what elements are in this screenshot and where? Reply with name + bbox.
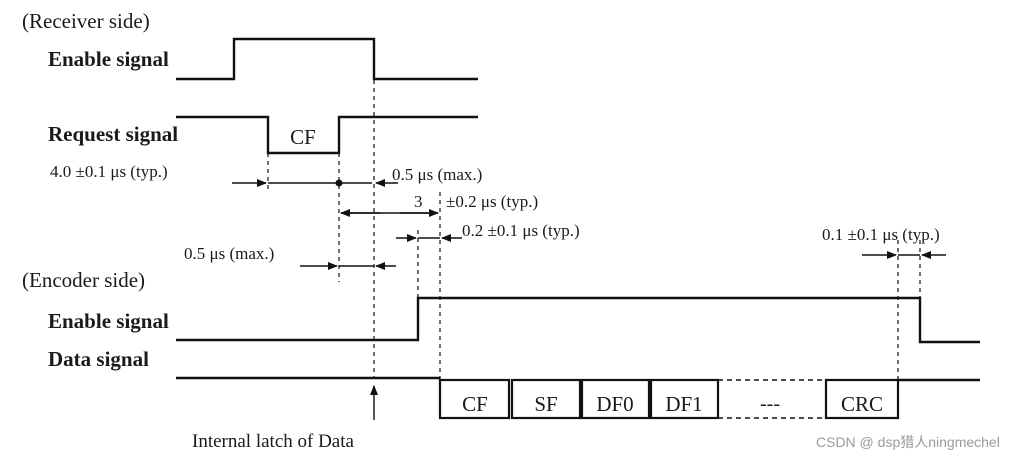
timing-3us-label: ±0.2 μs (typ.) bbox=[446, 192, 538, 211]
watermark-text: CSDN @ dsp猎人ningmechel bbox=[816, 434, 1000, 450]
receiver-enable-label: Enable signal bbox=[48, 47, 169, 71]
receiver-request-label: Request signal bbox=[48, 122, 178, 146]
timing-02us-label: 0.2 ±0.1 μs (typ.) bbox=[462, 221, 580, 240]
encoder-enable-label: Enable signal bbox=[48, 309, 169, 333]
latch-label: Internal latch of Data bbox=[192, 431, 355, 452]
timing-01us-label: 0.1 ±0.1 μs (typ.) bbox=[822, 225, 940, 244]
data-frame-ellipsis-border bbox=[718, 379, 826, 419]
data-frame-df1 bbox=[649, 378, 720, 420]
encoder-enable-waveform bbox=[176, 296, 980, 344]
encoder-data-label: Data signal bbox=[48, 347, 149, 371]
data-frame-sf-label: SF bbox=[534, 392, 557, 416]
receiver-request-waveform bbox=[176, 115, 478, 155]
data-frame-ellipsis: --- bbox=[760, 393, 780, 415]
receiver-side-label: (Receiver side) bbox=[22, 9, 150, 33]
request-frame-cf: CF bbox=[290, 125, 316, 149]
data-frame-df0 bbox=[580, 378, 651, 420]
data-frame-crc-label: CRC bbox=[841, 392, 883, 416]
encoder-side-label: (Encoder side) bbox=[22, 268, 145, 292]
receiver-enable-waveform bbox=[176, 37, 478, 81]
data-frame-df1-label: DF1 bbox=[665, 392, 702, 416]
timing-05us-bottom-label: 0.5 μs (max.) bbox=[184, 244, 274, 263]
data-frame-sf bbox=[510, 378, 582, 420]
timing-3us-number: 3 bbox=[414, 192, 423, 211]
timing-05us-top-label: 0.5 μs (max.) bbox=[392, 165, 482, 184]
data-frame-cf-label: CF bbox=[462, 392, 488, 416]
timing-4us-label: 4.0 ±0.1 μs (typ.) bbox=[50, 162, 168, 181]
data-frame-cf bbox=[438, 378, 511, 420]
data-frames: CF SF DF0 DF1 --- CRC bbox=[438, 378, 900, 420]
data-frame-crc bbox=[824, 378, 900, 420]
data-frame-df0-label: DF0 bbox=[596, 392, 633, 416]
